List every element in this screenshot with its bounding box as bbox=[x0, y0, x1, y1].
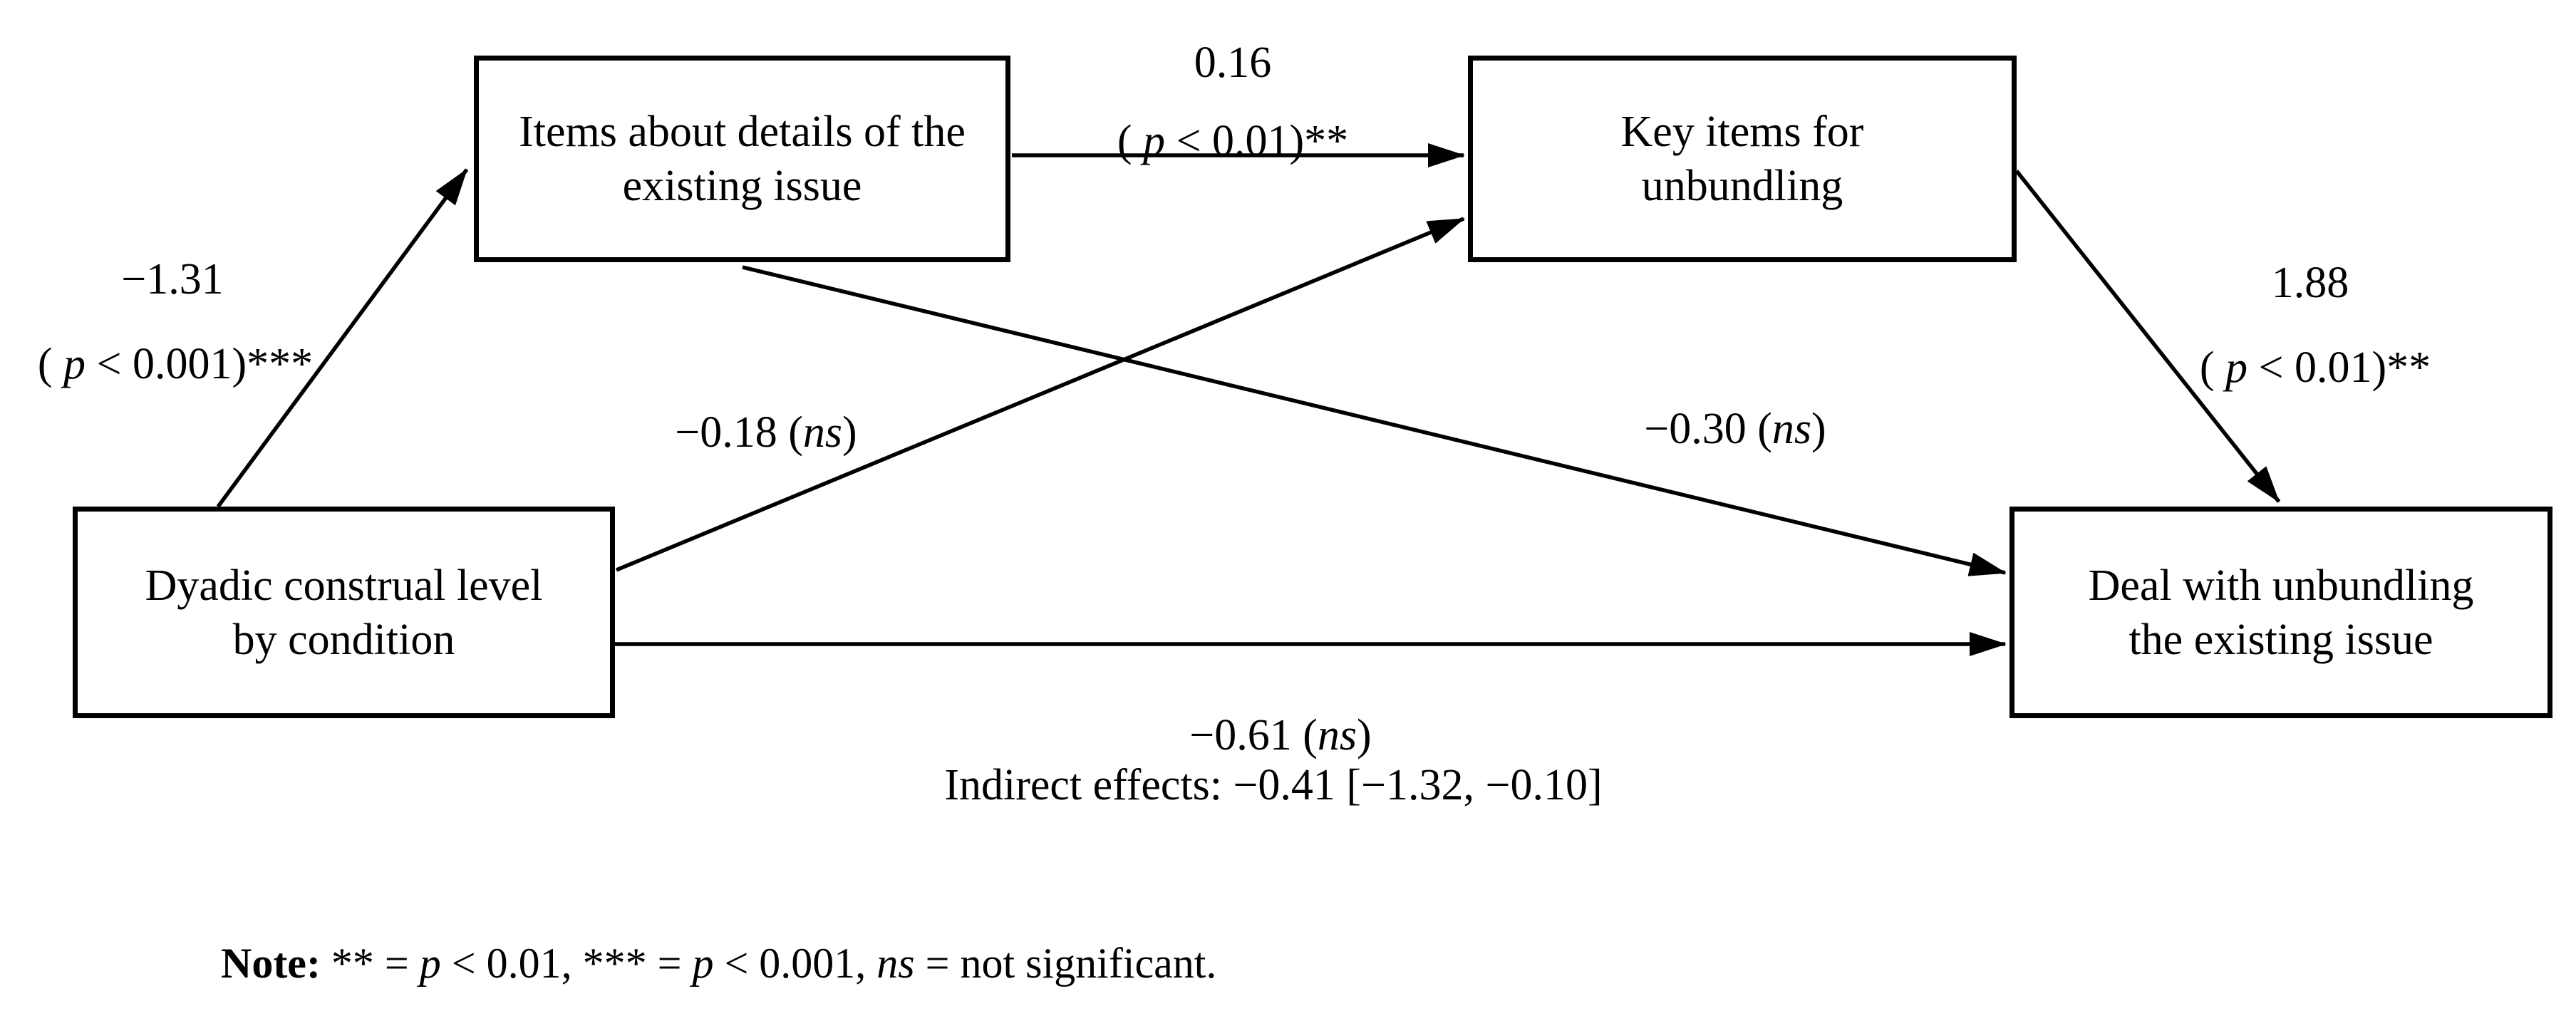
node-deal-with-unbundling: Deal with unbundling the existing issue bbox=[2009, 507, 2552, 718]
node-items-about-details: Items about details of the existing issu… bbox=[474, 56, 1010, 262]
node-dyadic-line1: Dyadic construal level bbox=[145, 561, 543, 610]
label-items-deal-coefficient: −0.30 (ns) bbox=[1644, 405, 1826, 453]
node-items-line1: Items about details of the bbox=[519, 108, 966, 156]
node-key-items-unbundling: Key items for unbundling bbox=[1468, 56, 2017, 262]
label-dyadic-key-coefficient: −0.18 (ns) bbox=[675, 408, 857, 457]
node-items-line2: existing issue bbox=[622, 162, 862, 210]
note-text: Note: ** = p < 0.01, *** = p < 0.001, ns… bbox=[221, 940, 1217, 987]
label-items-key-coefficient: 0.16 bbox=[1194, 38, 1272, 87]
arrow-key-to-deal bbox=[2014, 170, 2281, 503]
node-key-line1: Key items for bbox=[1620, 108, 1864, 156]
node-dyadic-construal-level: Dyadic construal level by condition bbox=[73, 507, 615, 718]
arrow-dyadic-to-key bbox=[615, 217, 1465, 572]
label-key-deal-coefficient: 1.88 bbox=[2271, 259, 2349, 307]
node-deal-line1: Deal with unbundling bbox=[2088, 561, 2474, 610]
label-dyadic-items-significance: ( p < 0.001)*** bbox=[37, 340, 314, 388]
arrow-items-to-deal bbox=[742, 265, 2007, 576]
arrow-dyadic-to-items bbox=[216, 168, 469, 508]
node-dyadic-line2: by condition bbox=[232, 615, 455, 664]
label-dyadic-items-coefficient: −1.31 bbox=[121, 255, 224, 304]
label-key-deal-significance: ( p < 0.01)** bbox=[2199, 343, 2431, 392]
label-dyadic-deal-indirect-effects: Indirect effects: −0.41 [−1.32, −0.10] bbox=[944, 761, 1603, 809]
node-deal-line2: the existing issue bbox=[2128, 615, 2433, 664]
node-key-line2: unbundling bbox=[1641, 162, 1843, 210]
label-dyadic-deal-coefficient: −0.61 (ns) bbox=[1189, 711, 1372, 759]
label-items-key-significance: ( p < 0.01)** bbox=[1117, 117, 1349, 165]
